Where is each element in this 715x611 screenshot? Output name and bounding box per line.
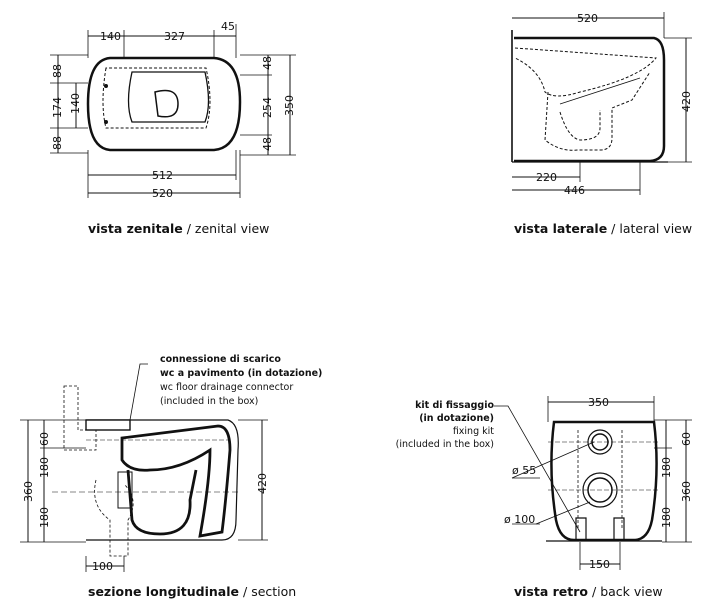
zenital-bowl-inner — [154, 89, 179, 118]
dim-right-c: 48 — [261, 137, 274, 151]
caption-lateral-en: lateral view — [619, 221, 693, 236]
section-dim-left-total: 360 — [22, 481, 35, 502]
caption-lateral-view: vista laterale / lateral view — [514, 221, 692, 236]
back-dim-bottom: 150 — [589, 558, 610, 571]
zenital-bowl — [127, 71, 210, 123]
caption-section-view: sezione longitudinale / section — [88, 584, 296, 599]
section-view: connessione di scarico wc a pavimento (i… — [20, 354, 322, 573]
lateral-rim — [514, 47, 657, 97]
back-dim-d100: ø 100 — [504, 513, 535, 526]
section-trap — [126, 469, 198, 536]
lateral-trap — [544, 71, 651, 151]
caption-separator: / — [182, 221, 195, 236]
zenital-hole-top — [104, 84, 108, 88]
back-dim-right-top: 60 — [680, 432, 693, 446]
back-view: kit di fissaggio (in dotazione) fixing k… — [396, 396, 693, 571]
lateral-dim-right: 420 — [680, 91, 693, 112]
dim-top-left: 140 — [100, 30, 121, 43]
back-outline — [550, 420, 658, 542]
dim-bottom-inner: 512 — [152, 169, 173, 182]
caption-separator: / — [588, 584, 601, 599]
section-note-line1: connessione di scarico — [160, 354, 281, 365]
lateral-dim-bottom-b: 446 — [564, 184, 585, 197]
caption-section-en: section — [251, 584, 297, 599]
back-dim-top: 350 — [588, 396, 609, 409]
section-note-line3: wc floor drainage connector — [160, 382, 293, 393]
section-bowl — [120, 424, 232, 538]
caption-separator: / — [239, 584, 252, 599]
section-dim-left-top: 60 — [38, 432, 51, 446]
section-note-line2: wc a pavimento (in dotazione) — [160, 368, 322, 379]
back-dim-right-low: 180 — [660, 507, 673, 528]
caption-back-view: vista retro / back view — [514, 584, 663, 599]
dim-right-b: 254 — [261, 97, 274, 118]
dim-top-right: 45 — [221, 20, 235, 33]
back-dim-right-mid: 180 — [660, 457, 673, 478]
caption-back-en: back view — [600, 584, 663, 599]
dim-left-b2: 140 — [69, 93, 82, 114]
caption-zenital-en: zenital view — [194, 221, 270, 236]
caption-zenital-it: vista zenitale — [88, 221, 183, 236]
caption-lateral-it: vista laterale — [514, 221, 608, 236]
zenital-hole-bottom — [104, 120, 108, 124]
lateral-dim-bottom-a: 220 — [536, 171, 557, 184]
section-note-line4: (included in the box) — [160, 396, 258, 407]
dim-left-c: 88 — [51, 136, 64, 150]
caption-section-it: sezione longitudinale — [88, 584, 240, 599]
dim-left-a: 88 — [51, 64, 64, 78]
lateral-view: 520 420 220 446 — [511, 12, 693, 197]
section-wall-pipe — [63, 385, 97, 451]
lateral-dim-top: 520 — [577, 12, 598, 25]
dim-right-a: 48 — [261, 56, 274, 70]
back-note-line4: (included in the box) — [396, 439, 494, 450]
caption-separator: / — [607, 221, 620, 236]
section-seat — [85, 419, 131, 431]
section-dim-bottom: 100 — [92, 560, 113, 573]
zenital-outline — [86, 56, 242, 152]
dim-bottom-outer: 520 — [152, 187, 173, 200]
back-dim-d55: ø 55 — [512, 464, 536, 477]
back-base — [575, 517, 625, 540]
lateral-outline — [514, 36, 666, 163]
section-dim-left-low: 180 — [38, 507, 51, 528]
back-dim-right-total: 360 — [680, 481, 693, 502]
section-dim-right: 420 — [256, 473, 269, 494]
dim-left-b: 174 — [51, 97, 64, 118]
dim-right-b2: 350 — [283, 95, 296, 116]
caption-zenital-view: vista zenitale / zenital view — [88, 221, 269, 236]
back-note-line2: (in dotazione) — [419, 413, 494, 424]
dim-top-mid: 327 — [164, 30, 185, 43]
back-note-line3: fixing kit — [453, 426, 494, 437]
section-outline — [86, 419, 239, 541]
back-note-line1: kit di fissaggio — [415, 400, 494, 411]
section-floor-pipe — [94, 479, 134, 557]
caption-back-it: vista retro — [514, 584, 589, 599]
section-dim-left-mid: 180 — [38, 457, 51, 478]
section-connector — [117, 471, 133, 509]
zenital-view: 140 327 45 88 174 140 88 48 254 350 48 5… — [50, 20, 296, 200]
zenital-seat — [102, 67, 211, 129]
lateral-trap-inner — [559, 110, 601, 141]
